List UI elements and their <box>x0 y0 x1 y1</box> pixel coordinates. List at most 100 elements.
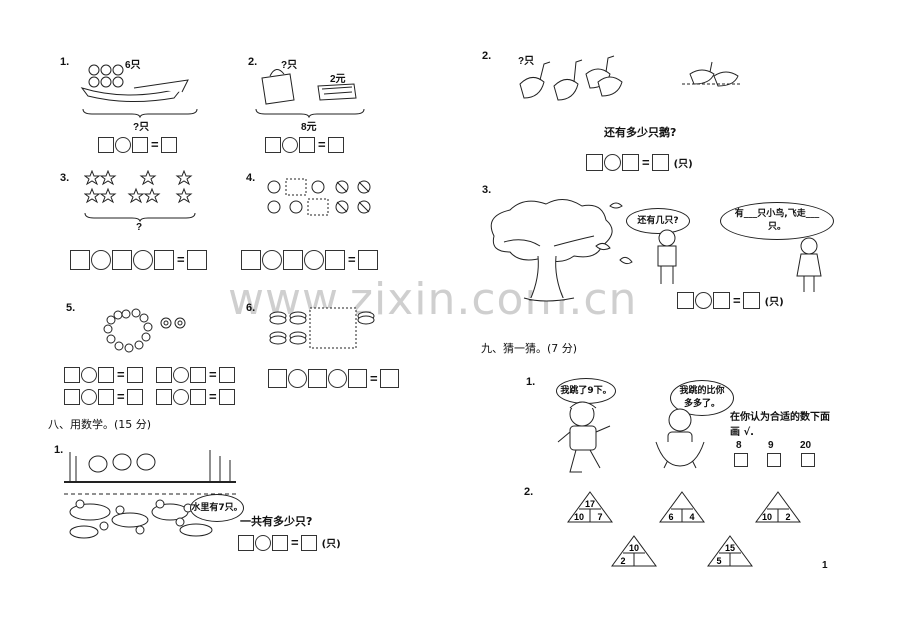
number-triangle-3: 10 2 <box>755 491 801 523</box>
answer-box[interactable] <box>308 369 327 388</box>
operator-circle[interactable] <box>255 534 271 551</box>
equation-row-5a: = <box>64 364 144 383</box>
answer-box[interactable] <box>713 292 730 309</box>
answer-box[interactable] <box>98 388 114 405</box>
answer-box[interactable] <box>186 249 207 270</box>
girl-figure <box>796 237 822 292</box>
operator-circle[interactable] <box>115 136 131 153</box>
problem-9-1-number: 1. <box>526 376 536 388</box>
answer-box[interactable] <box>98 136 114 153</box>
number-triangle-2: 6 4 <box>659 491 705 523</box>
dogs-count-label: 6只 <box>125 60 141 71</box>
equation-row-r3: =(只) <box>677 290 784 309</box>
speech-bubble-left: 我跳了9下。 <box>556 378 616 404</box>
boy-figure <box>657 229 677 284</box>
operator-circle[interactable] <box>262 249 282 270</box>
triangle-right-number: 4 <box>689 512 694 522</box>
bubble-text: 还有几只? <box>637 215 679 226</box>
tree-birds-illustration <box>490 199 633 302</box>
operator-circle[interactable] <box>695 292 712 309</box>
dogs-boat-illustration <box>80 64 189 103</box>
answer-box[interactable] <box>218 388 235 405</box>
answer-box[interactable] <box>112 249 132 270</box>
answer-box[interactable] <box>283 249 303 270</box>
option-label-3: 20 <box>800 440 812 451</box>
total-question-label: ?只 <box>133 122 150 133</box>
equation-row-1: = <box>98 134 178 153</box>
operator-circle[interactable] <box>173 388 189 405</box>
answer-box[interactable] <box>64 366 80 383</box>
triangle-top-number: 10 <box>629 543 639 553</box>
answer-box[interactable] <box>218 366 235 383</box>
bead-ring-illustration <box>103 308 186 353</box>
problem-8-1-number: 1. <box>54 444 64 456</box>
total-price-label: 8元 <box>301 122 317 133</box>
answer-box[interactable] <box>742 292 760 309</box>
operator-circle[interactable] <box>282 136 298 153</box>
question-geese: 还有多少只鹅? <box>604 126 677 139</box>
problem-4-number: 4. <box>246 172 256 184</box>
unit-label: (只) <box>321 539 341 550</box>
answer-box[interactable] <box>300 534 317 551</box>
answer-box[interactable] <box>160 136 177 153</box>
answer-box[interactable] <box>348 369 367 388</box>
operator-circle[interactable] <box>304 249 324 270</box>
answer-box[interactable] <box>272 534 288 551</box>
speech-bubble-right: 有___只小鸟,飞走___只。 <box>720 202 834 240</box>
answer-box[interactable] <box>357 249 378 270</box>
number-triangle-5: 15 5 <box>707 535 753 567</box>
equation-row-5b: = <box>156 364 236 383</box>
answer-box[interactable] <box>586 154 603 171</box>
answer-box[interactable] <box>132 136 148 153</box>
answer-box[interactable] <box>70 249 90 270</box>
box-price-label: 2元 <box>330 74 346 85</box>
equation-row-8-1: =(只) <box>238 532 341 551</box>
answer-box[interactable] <box>327 136 344 153</box>
answer-box[interactable] <box>126 388 143 405</box>
answer-box[interactable] <box>241 249 261 270</box>
section-9-title: 九、猜一猜。(7 分) <box>481 342 578 355</box>
operator-circle[interactable] <box>81 388 97 405</box>
operator-circle[interactable] <box>81 366 97 383</box>
option-checkbox-3[interactable] <box>801 453 815 467</box>
triangle-top-number: 15 <box>725 543 735 553</box>
operator-circle[interactable] <box>91 249 111 270</box>
answer-box[interactable] <box>64 388 80 405</box>
instruction-9-1: 在你认为合适的数下面画 √. <box>730 412 830 438</box>
operator-circle[interactable] <box>133 249 153 270</box>
answer-box[interactable] <box>238 534 254 551</box>
answer-box[interactable] <box>325 249 345 270</box>
bag-and-box-illustration <box>261 69 357 105</box>
answer-box[interactable] <box>190 388 206 405</box>
number-triangle-1: 17 10 7 <box>567 491 613 523</box>
operator-circle[interactable] <box>604 154 621 171</box>
bubble-text: 有___只小鸟,飞走___只。 <box>734 209 820 232</box>
brace-icon <box>255 108 365 118</box>
answer-box[interactable] <box>126 366 143 383</box>
operator-circle[interactable] <box>173 366 189 383</box>
equation-row-5c: = <box>64 386 144 405</box>
option-checkbox-1[interactable] <box>734 453 748 467</box>
equation-row-r2: =(只) <box>586 152 693 171</box>
answer-box[interactable] <box>154 249 174 270</box>
equation-row-3: = <box>70 249 208 270</box>
unit-label: (只) <box>764 297 784 308</box>
answer-box[interactable] <box>156 388 172 405</box>
answer-box[interactable] <box>190 366 206 383</box>
answer-box[interactable] <box>299 136 315 153</box>
operator-circle[interactable] <box>288 369 307 388</box>
unit-label: (只) <box>673 159 693 170</box>
answer-box[interactable] <box>268 369 287 388</box>
geese-question-label: ?只 <box>518 56 535 67</box>
answer-box[interactable] <box>98 366 114 383</box>
answer-box[interactable] <box>265 136 281 153</box>
answer-box[interactable] <box>379 369 399 388</box>
answer-box[interactable] <box>622 154 639 171</box>
operator-circle[interactable] <box>328 369 347 388</box>
answer-box[interactable] <box>156 366 172 383</box>
problem-1-number: 1. <box>60 56 70 68</box>
answer-box[interactable] <box>651 154 669 171</box>
answer-box[interactable] <box>677 292 694 309</box>
option-checkbox-2[interactable] <box>767 453 781 467</box>
